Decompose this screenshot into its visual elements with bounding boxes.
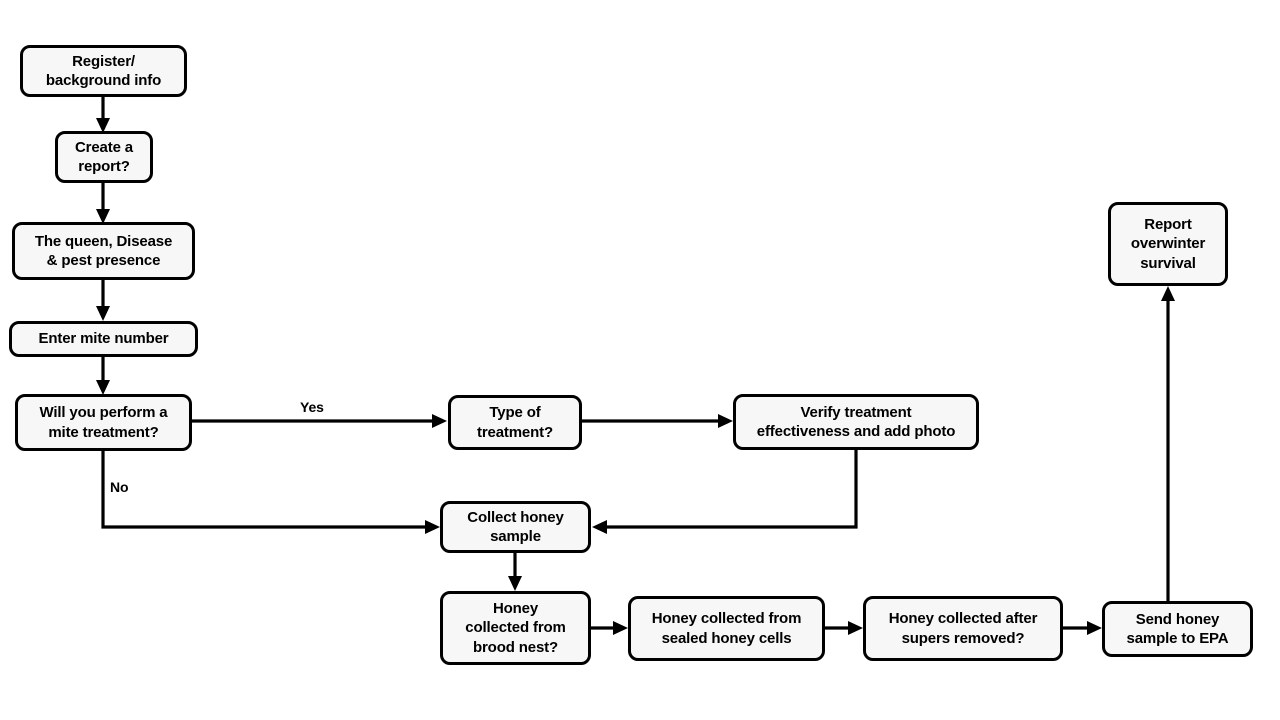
arrowhead-verify <box>718 414 733 428</box>
node-overwinter-line3: survival <box>1140 254 1196 272</box>
node-enter-mite-number[interactable]: Enter mite number <box>9 321 198 357</box>
arrowhead-send-epa <box>1087 621 1102 635</box>
arrowhead-create-report <box>96 118 110 133</box>
arrowhead-brood-nest <box>508 576 522 591</box>
node-treat-type-line1: Type of <box>489 404 541 421</box>
node-create-report-line1: Create a <box>74 138 133 156</box>
node-brood-nest-line3: brood nest? <box>472 638 558 656</box>
node-create-report[interactable]: Create a report? <box>55 131 153 183</box>
node-send-honey-to-epa[interactable]: Send honey sample to EPA <box>1102 601 1253 657</box>
edge-label-no: No <box>110 479 129 495</box>
node-verify-treatment[interactable]: Verify treatment effectiveness and add p… <box>733 394 979 450</box>
arrowhead-sealed-cells <box>613 621 628 635</box>
node-collect-honey-sample[interactable]: Collect honey sample <box>440 501 591 553</box>
node-create-report-line2: report? <box>78 158 130 175</box>
node-supers-removed[interactable]: Honey collected after supers removed? <box>863 596 1063 661</box>
node-send-epa-line1: Send honey <box>1135 610 1220 628</box>
arrowhead-overwinter <box>1161 286 1175 301</box>
node-queen-disease-pest[interactable]: The queen, Disease & pest presence <box>12 222 195 280</box>
edge-decision-no-to-collect-honey <box>101 451 430 529</box>
edge-verify-to-collect-honey <box>602 450 858 529</box>
node-collect-honey-line2: sample <box>490 528 541 545</box>
node-supers-line1: Honey collected after <box>888 610 1038 627</box>
node-mite-treatment-decision[interactable]: Will you perform a mite treatment? <box>15 394 192 451</box>
node-send-epa-line2: sample to EPA <box>1126 630 1229 647</box>
arrowhead-treat-type <box>432 414 447 428</box>
edge-label-yes: Yes <box>300 399 324 415</box>
node-enter-mite-number-label: Enter mite number <box>38 330 169 348</box>
node-brood-nest-line1: Honey <box>492 599 539 617</box>
node-sealed-cells-line2: sealed honey cells <box>661 629 792 647</box>
node-mite-decision-line1: Will you perform a <box>39 404 168 421</box>
node-sealed-honey-cells[interactable]: Honey collected from sealed honey cells <box>628 596 825 661</box>
node-collect-honey-line1: Collect honey <box>467 508 564 526</box>
node-supers-line2: supers removed? <box>901 629 1025 647</box>
node-verify-line2: effectiveness and add photo <box>756 423 956 440</box>
node-verify-line1: Verify treatment <box>800 403 912 421</box>
arrowhead-collect-honey-left <box>425 520 440 534</box>
node-treat-type-line2: treatment? <box>476 423 553 441</box>
node-sealed-cells-line1: Honey collected from <box>651 610 802 627</box>
arrowhead-mite-number <box>96 306 110 321</box>
node-register[interactable]: Register/ background info <box>20 45 187 97</box>
node-queen-line2: & pest presence <box>46 252 161 269</box>
node-brood-nest[interactable]: Honey collected from brood nest? <box>440 591 591 665</box>
arrowhead-decision <box>96 380 110 395</box>
node-queen-line1: The queen, Disease <box>34 232 173 250</box>
arrowhead-queen <box>96 209 110 224</box>
node-type-of-treatment[interactable]: Type of treatment? <box>448 395 582 450</box>
node-register-line2: background info <box>45 72 162 89</box>
node-register-line1: Register/ <box>72 52 135 70</box>
node-report-overwinter-survival[interactable]: Report overwinter survival <box>1108 202 1228 286</box>
node-mite-decision-line2: mite treatment? <box>48 423 159 441</box>
arrowhead-collect-honey-right <box>592 520 607 534</box>
node-brood-nest-line2: collected from <box>465 619 566 637</box>
arrowhead-supers <box>848 621 863 635</box>
node-overwinter-line2: overwinter <box>1130 235 1206 253</box>
node-overwinter-line1: Report <box>1144 215 1192 233</box>
